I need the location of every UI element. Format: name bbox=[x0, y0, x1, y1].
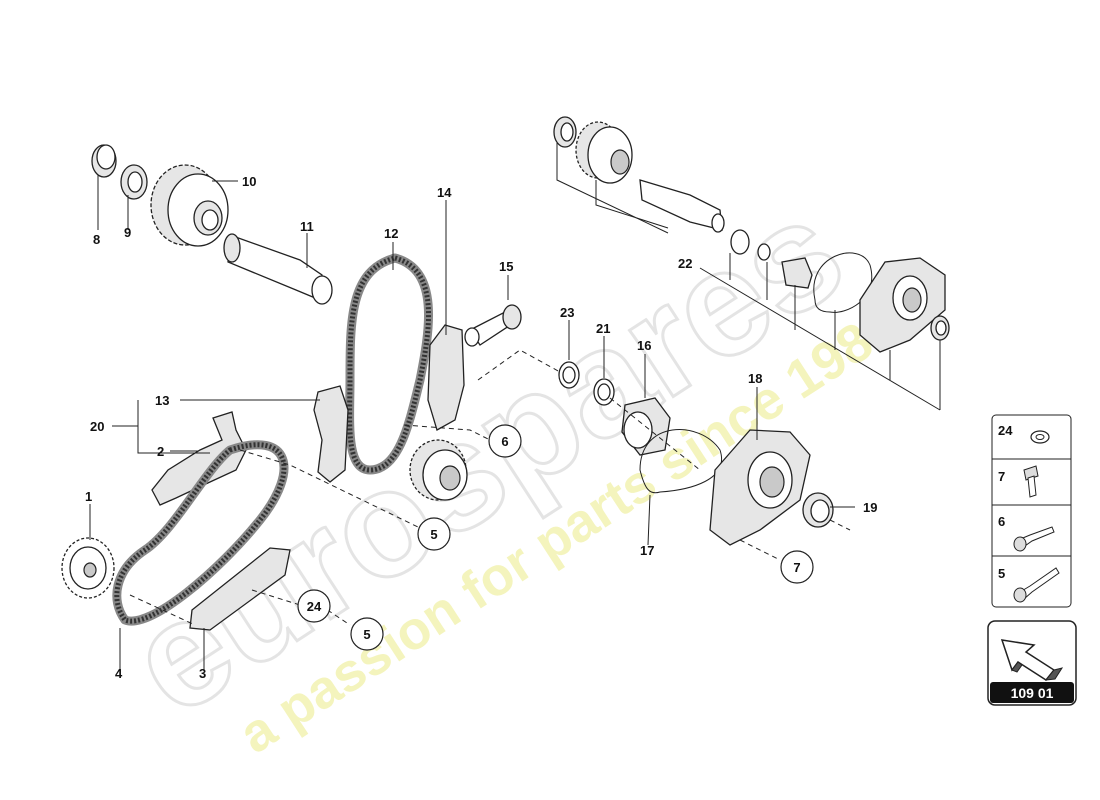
callout-16: 16 bbox=[637, 338, 651, 353]
circled-callout-7-label: 7 bbox=[793, 560, 800, 575]
leader-lines bbox=[89, 143, 941, 670]
sprocket-1[interactable] bbox=[61, 537, 115, 599]
shaft-11[interactable] bbox=[223, 233, 333, 305]
callout-18: 18 bbox=[748, 371, 762, 386]
callout-3: 3 bbox=[199, 666, 206, 681]
circled-callout-7[interactable]: 7 bbox=[780, 550, 814, 584]
callout-19: 19 bbox=[863, 500, 877, 515]
circled-callouts: 6 5 24 5 7 bbox=[297, 424, 814, 651]
circled-callout-24[interactable]: 24 bbox=[297, 589, 331, 623]
callout-14: 14 bbox=[437, 185, 452, 200]
circled-callout-6[interactable]: 6 bbox=[488, 424, 522, 458]
tensioner-piston-15[interactable] bbox=[464, 304, 522, 347]
circled-callout-6-label: 6 bbox=[501, 434, 508, 449]
callout-12: 12 bbox=[384, 226, 398, 241]
housing-22[interactable] bbox=[859, 257, 946, 353]
callout-23: 23 bbox=[560, 305, 574, 320]
sprocket-22[interactable] bbox=[575, 121, 633, 184]
housing-18[interactable] bbox=[709, 429, 811, 546]
callout-21: 21 bbox=[596, 321, 610, 336]
bearing-bush-8[interactable] bbox=[91, 144, 117, 178]
callout-9: 9 bbox=[124, 225, 131, 240]
assembly-lines bbox=[129, 349, 851, 626]
callout-1: 1 bbox=[85, 489, 92, 504]
legend-label-6: 6 bbox=[998, 514, 1005, 529]
shaft-22[interactable] bbox=[639, 179, 725, 233]
callout-22: 22 bbox=[678, 256, 692, 271]
legend-row-24[interactable]: 24 bbox=[998, 423, 1050, 444]
callout-17: 17 bbox=[640, 543, 654, 558]
washer-21[interactable] bbox=[593, 378, 615, 406]
chain-12[interactable] bbox=[345, 253, 433, 475]
legend-label-7: 7 bbox=[998, 469, 1005, 484]
callout-11: 11 bbox=[300, 219, 314, 234]
double-sprocket[interactable] bbox=[409, 439, 468, 501]
circled-callout-5b[interactable]: 5 bbox=[350, 617, 384, 651]
washer-icon bbox=[1030, 430, 1050, 444]
callouts: 8 9 10 11 12 14 15 22 23 21 16 18 13 20 … bbox=[85, 174, 877, 681]
ring-22b[interactable] bbox=[730, 229, 771, 261]
sprocket-10[interactable] bbox=[150, 164, 229, 247]
circled-callout-5a-label: 5 bbox=[430, 527, 437, 542]
ring-22a[interactable] bbox=[553, 116, 577, 148]
guide-bracket-13[interactable] bbox=[313, 385, 349, 483]
callout-8: 8 bbox=[93, 232, 100, 247]
tensioner-rail-14[interactable] bbox=[427, 324, 465, 431]
guide-rail-3[interactable] bbox=[189, 547, 291, 631]
chain-guide-2[interactable] bbox=[151, 411, 247, 506]
legend-row-5[interactable]: 5 bbox=[998, 566, 1060, 603]
callout-4: 4 bbox=[115, 666, 123, 681]
flange-bolt-icon bbox=[1023, 465, 1039, 498]
bush-22[interactable] bbox=[781, 257, 813, 289]
callout-20: 20 bbox=[90, 419, 104, 434]
seal-22[interactable] bbox=[930, 315, 950, 341]
callout-15: 15 bbox=[499, 259, 513, 274]
diagram-id: 109 01 bbox=[1011, 685, 1054, 701]
ring-9[interactable] bbox=[120, 164, 148, 200]
circled-callout-5a[interactable]: 5 bbox=[417, 517, 451, 551]
navigation-badge[interactable]: 109 01 bbox=[987, 620, 1077, 706]
seal-19[interactable] bbox=[802, 492, 834, 528]
callout-10: 10 bbox=[242, 174, 256, 189]
legend-label-5: 5 bbox=[998, 566, 1005, 581]
arrow-icon bbox=[1000, 639, 1064, 681]
upper-left-parts bbox=[91, 144, 333, 305]
upper-right-parts bbox=[553, 116, 950, 353]
legend-row-7[interactable]: 7 bbox=[998, 465, 1039, 498]
callout-2: 2 bbox=[157, 444, 164, 459]
callout-13: 13 bbox=[155, 393, 169, 408]
legend-row-6[interactable]: 6 bbox=[998, 514, 1055, 552]
small-parts-legend: 24 7 6 5 bbox=[991, 414, 1072, 608]
circled-callout-24-label: 24 bbox=[307, 599, 322, 614]
legend-label-24: 24 bbox=[998, 423, 1013, 438]
long-bolt-icon bbox=[1013, 567, 1060, 603]
washer-23[interactable] bbox=[558, 361, 580, 389]
short-bolt-icon bbox=[1013, 526, 1055, 552]
circled-callout-5b-label: 5 bbox=[363, 627, 370, 642]
